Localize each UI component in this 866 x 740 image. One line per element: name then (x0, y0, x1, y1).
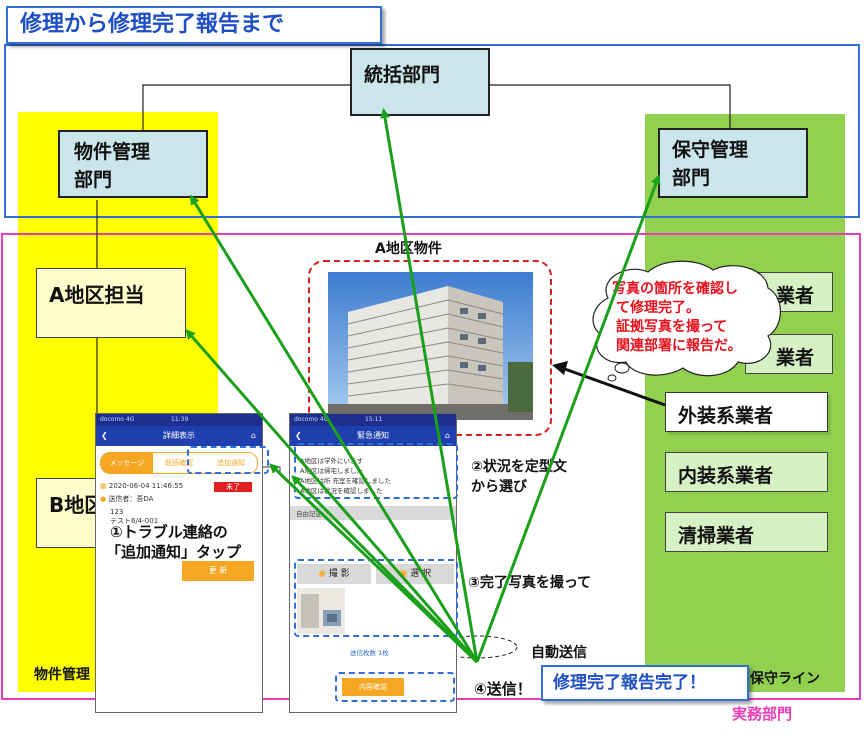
tab-message[interactable]: メッセージ (101, 453, 153, 473)
phone1-message-card: ▦ 2020-06-04 11:46:55 未了 ● 送信者：吾DA 123 テ… (100, 482, 258, 526)
home-icon[interactable]: ⌂ (250, 431, 256, 440)
phone1-app-bar: ❮ 詳細表示 ⌂ (96, 426, 262, 446)
phone2-carrier: docomo 4G (294, 416, 329, 423)
maintenance-dept-line2: 部門 (672, 167, 711, 189)
step1-line2: 「追加通知」タップ (106, 543, 242, 561)
building-photo (328, 272, 533, 420)
step2-line2: から選び (471, 479, 527, 495)
hq-node: 統括部門 (350, 48, 490, 116)
templates-highlight (294, 443, 458, 499)
camera-icon: ◉ (318, 569, 327, 579)
report-complete-box: 修理完了報告完了！ (541, 665, 749, 701)
phone1-date: 2020-06-04 11:46:55 (108, 482, 184, 490)
page-title: 修理から修理完了報告まで (6, 6, 382, 44)
step2-line1: ②状況を定型文 (471, 459, 567, 475)
step1-label: ①トラブル連絡の 「追加通知」タップ (106, 522, 241, 562)
phone2-title: 緊急通知 (357, 431, 389, 440)
step2-label: ②状況を定型文 から選び (471, 457, 567, 497)
callout-text: 写真の箇所を確認し て修理完了。 証拠写真を撮って 関連部署に報告だ。 (612, 280, 742, 356)
photo-thumbnail[interactable] (297, 588, 345, 634)
status-badge: 未了 (214, 482, 252, 492)
bottom-label-right: 保守ライン (750, 671, 820, 687)
maintenance-dept-node: 保守管理 部門 (658, 128, 808, 198)
callout-line-2: て修理完了。 (616, 300, 700, 316)
add-notice-highlight (187, 446, 269, 474)
maintenance-dept-line1: 保守管理 (672, 139, 749, 161)
contractor-interior: 内装系業者 (665, 452, 828, 492)
field-dept-label: 実務部門 (732, 705, 793, 723)
phone2-time: 15:11 (365, 416, 383, 423)
property-label: A地区物件 (375, 241, 442, 257)
phone1-time: 11:39 (171, 416, 189, 423)
send-count-text: 送信枚数 1枚 (350, 649, 389, 657)
phone1-carrier: docomo 4G (100, 416, 135, 423)
calendar-icon: ▦ (100, 482, 107, 490)
callout-line-4: 関連部署に報告だ。 (616, 338, 742, 354)
property-dept-line2: 部門 (74, 169, 113, 191)
confirm-button[interactable]: 内容確認 (342, 678, 404, 696)
select-button[interactable]: ▣ 選 択 (376, 564, 454, 584)
select-label: 選 択 (410, 569, 432, 579)
callout-line-3: 証拠写真を撮って (616, 319, 728, 335)
step3-label: ③完了写真を撮って (468, 575, 592, 591)
step1-line1: ①トラブル連絡の (110, 523, 228, 541)
phone1-update-button[interactable]: 更 新 (182, 561, 254, 581)
contractor-exterior: 外装系業者 (665, 392, 828, 432)
bottom-label-left: 物件管理 (34, 667, 90, 683)
camera-label: 撮 影 (328, 569, 350, 579)
phone1-line2: テスト6/4-001 (110, 517, 159, 525)
image-icon: ▣ (398, 569, 408, 579)
callout-line-1: 写真の箇所を確認し (612, 281, 738, 297)
auto-send-label: 自動送信 (531, 645, 587, 661)
step4-label: ④送信！ (474, 680, 532, 698)
property-dept-line1: 物件管理 (74, 141, 151, 163)
tab-read-check[interactable]: 既読確認 (165, 459, 193, 467)
camera-button[interactable]: ◉ 撮 影 (297, 564, 371, 584)
phone1-status-bar: docomo 4G 11:39 (96, 414, 262, 426)
phone1-line1: 123 (110, 508, 124, 516)
area-a-node: A地区担当 (36, 268, 186, 338)
phone1-title: 詳細表示 (163, 431, 195, 440)
confirm-highlight (335, 672, 455, 702)
user-icon: ● (100, 495, 107, 503)
contractor-cleaning: 清掃業者 (665, 512, 828, 552)
property-dept-node: 物件管理 部門 (58, 130, 208, 198)
free-text-header: 自由記述 (290, 506, 456, 520)
back-icon[interactable]: ❮ (101, 431, 108, 440)
phone2-status-bar: docomo 4G 15:11 (290, 414, 456, 426)
phone1-sender: 送信者：吾DA (108, 495, 154, 503)
